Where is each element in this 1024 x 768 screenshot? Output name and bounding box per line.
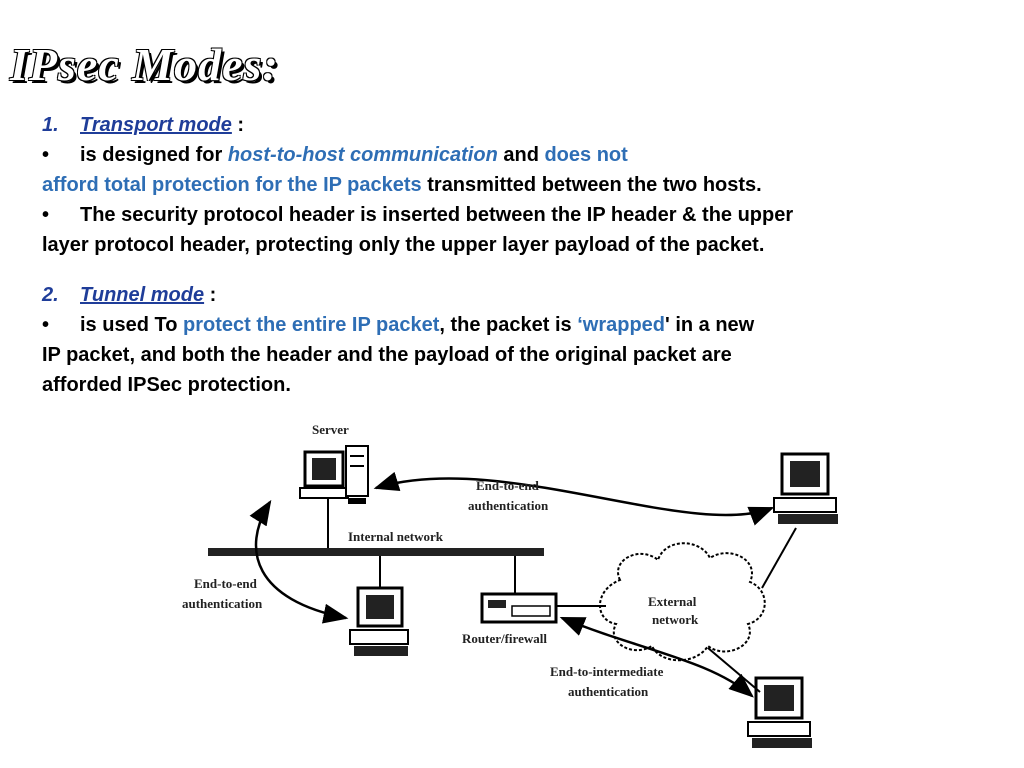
page-title: IPsec Modes:	[10, 39, 279, 90]
tunnel-b1-text-4: IP packet, and both the header and the p…	[42, 344, 732, 366]
remote-host-top-computer-icon	[773, 452, 838, 524]
tunnel-colon: :	[204, 284, 217, 306]
bullet-icon: •	[42, 144, 50, 166]
transport-b1-text-3: transmitted between the two hosts.	[421, 174, 762, 196]
end-to-end-top-label-1: End-to-end	[476, 478, 540, 493]
remote-host-bottom-computer-icon	[747, 676, 812, 748]
transport-b1-highlight-3: afford total protection for the IP packe…	[42, 174, 422, 196]
bullet-icon: •	[42, 204, 50, 226]
transport-b2-text-2: layer protocol header, protecting only t…	[42, 234, 765, 256]
transport-b1-highlight-2: does not	[544, 144, 628, 166]
end-to-intermediate-arrow	[559, 616, 754, 698]
server-label: Server	[312, 422, 349, 437]
external-network-label-1: External	[648, 594, 697, 609]
transport-number: 1.	[42, 114, 59, 136]
end-to-end-top-label-2: authentication	[468, 498, 549, 513]
end-to-end-left-label-1: End-to-end	[194, 576, 258, 591]
bullet-icon: •	[42, 314, 50, 336]
transport-b1-text-1: is designed for	[80, 144, 228, 166]
transport-b1-text-2: and	[497, 144, 545, 166]
tunnel-b1-text-5: afforded IPSec protection.	[42, 374, 291, 396]
tunnel-number: 2.	[42, 284, 59, 306]
transport-b1-highlight-1: host-to-host communication	[227, 144, 498, 166]
external-network-label-2: network	[652, 612, 699, 627]
router-firewall-label: Router/firewall	[462, 631, 547, 646]
internal-host-computer-icon	[349, 586, 409, 656]
transport-bullet-1-cont: afford total protection for the IP packe…	[42, 170, 1012, 200]
tunnel-b1-text-2: , the packet is	[439, 314, 578, 336]
transport-bullet-2: • The security protocol header is inserte…	[42, 200, 1012, 230]
transport-bullet-2-cont: layer protocol header, protecting only t…	[42, 230, 1012, 260]
ipsec-network-diagram: Server Internal network Router/firewall …	[182, 422, 838, 748]
tunnel-b1-highlight-2: ‘wrapped	[577, 314, 666, 336]
tunnel-bullet-1-cont-2: afforded IPSec protection.	[42, 370, 1012, 400]
internal-network-label: Internal network	[348, 529, 444, 544]
server-computer-icon	[299, 445, 369, 504]
end-to-intermediate-label-2: authentication	[568, 684, 649, 699]
end-to-end-left-label-2: authentication	[182, 596, 263, 611]
end-to-end-left-arrow	[249, 499, 349, 624]
tunnel-b1-highlight-1: protect the entire IP packet	[182, 314, 440, 336]
transport-b2-text-1: The security protocol header is inserted…	[80, 204, 794, 226]
tunnel-bullet-1-cont: IP packet, and both the header and the p…	[42, 340, 1012, 370]
transport-colon: :	[231, 114, 245, 136]
internal-network-bar	[208, 548, 544, 556]
transport-bullet-1: • is designed for host-to-host communicat…	[42, 140, 1012, 170]
transport-heading: Transport mode	[80, 114, 232, 136]
end-to-end-top-arrow	[373, 471, 775, 526]
tunnel-bullet-1: • is used To protect the entire IP packet…	[42, 310, 1012, 340]
tunnel-heading: Tunnel mode	[80, 284, 205, 306]
transport-heading-line: 1. Transport mode :	[42, 110, 1012, 140]
router-firewall-icon	[480, 592, 558, 624]
tunnel-b1-text-1: is used To	[80, 314, 183, 336]
end-to-intermediate-label-1: End-to-intermediate	[550, 664, 664, 679]
tunnel-b1-text-3: ' in a new	[665, 314, 755, 336]
content-body: 1. Transport mode : • is designed for host…	[42, 110, 1012, 400]
tunnel-heading-line: 2. Tunnel mode :	[42, 280, 1012, 310]
